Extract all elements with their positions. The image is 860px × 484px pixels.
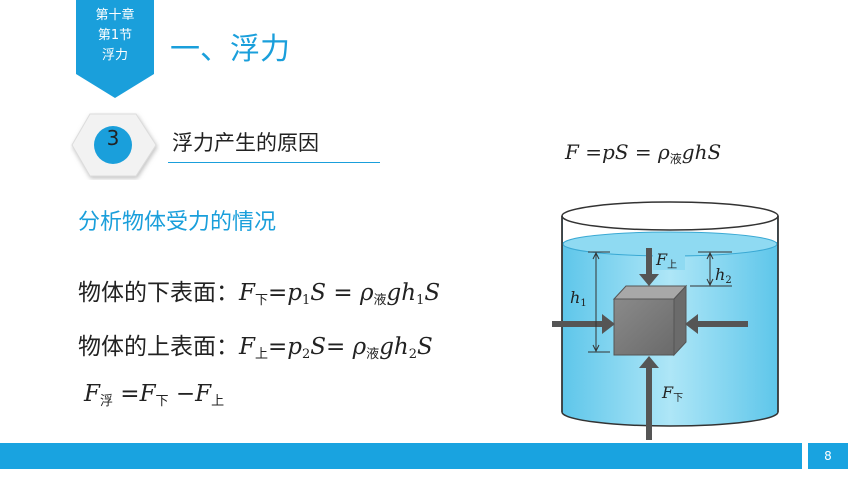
arrow-left-in [552, 314, 615, 334]
subheading: 分析物体受力的情况 [78, 210, 277, 235]
section-number-hexagon [71, 113, 157, 177]
submerged-cube [612, 284, 688, 357]
arrow-bottom-up [639, 356, 659, 440]
buoyancy-diagram: F上 F下 h1 h2 [552, 201, 779, 440]
page-title: 一、浮力 [170, 32, 290, 67]
arrow-top-down [639, 248, 659, 286]
label-h1: h1 [570, 288, 587, 309]
badge-shape [76, 0, 154, 98]
page-number-box [808, 443, 848, 469]
label-F-bottom: F下 [661, 383, 683, 404]
section-number: 3 [106, 126, 120, 150]
badge-chapter: 第十章 [95, 8, 135, 23]
chapter-badge: 第十章 第1节 浮力 [76, 0, 154, 100]
badge-topic: 浮力 [101, 48, 128, 63]
label-h2: h2 [715, 265, 732, 286]
label-F-top: F上 [655, 250, 677, 271]
equation-lower-surface: 物体的下表面：F下=p1S = ρ液gh1S [78, 280, 441, 308]
equation-upper-surface: 物体的上表面：F上=p2S= ρ液gh2S [78, 334, 433, 362]
page-number: 8 [824, 449, 832, 463]
equation-buoyancy: F浮 =F下 −F上 [84, 381, 225, 409]
footer-bar [0, 443, 802, 469]
formula-pressure: F =pS = ρ液ghS [565, 140, 722, 166]
badge-section: 第1节 [97, 28, 133, 43]
section-title: 浮力产生的原因 [172, 131, 319, 155]
section-underline [168, 162, 380, 163]
arrow-right-in [685, 314, 748, 334]
